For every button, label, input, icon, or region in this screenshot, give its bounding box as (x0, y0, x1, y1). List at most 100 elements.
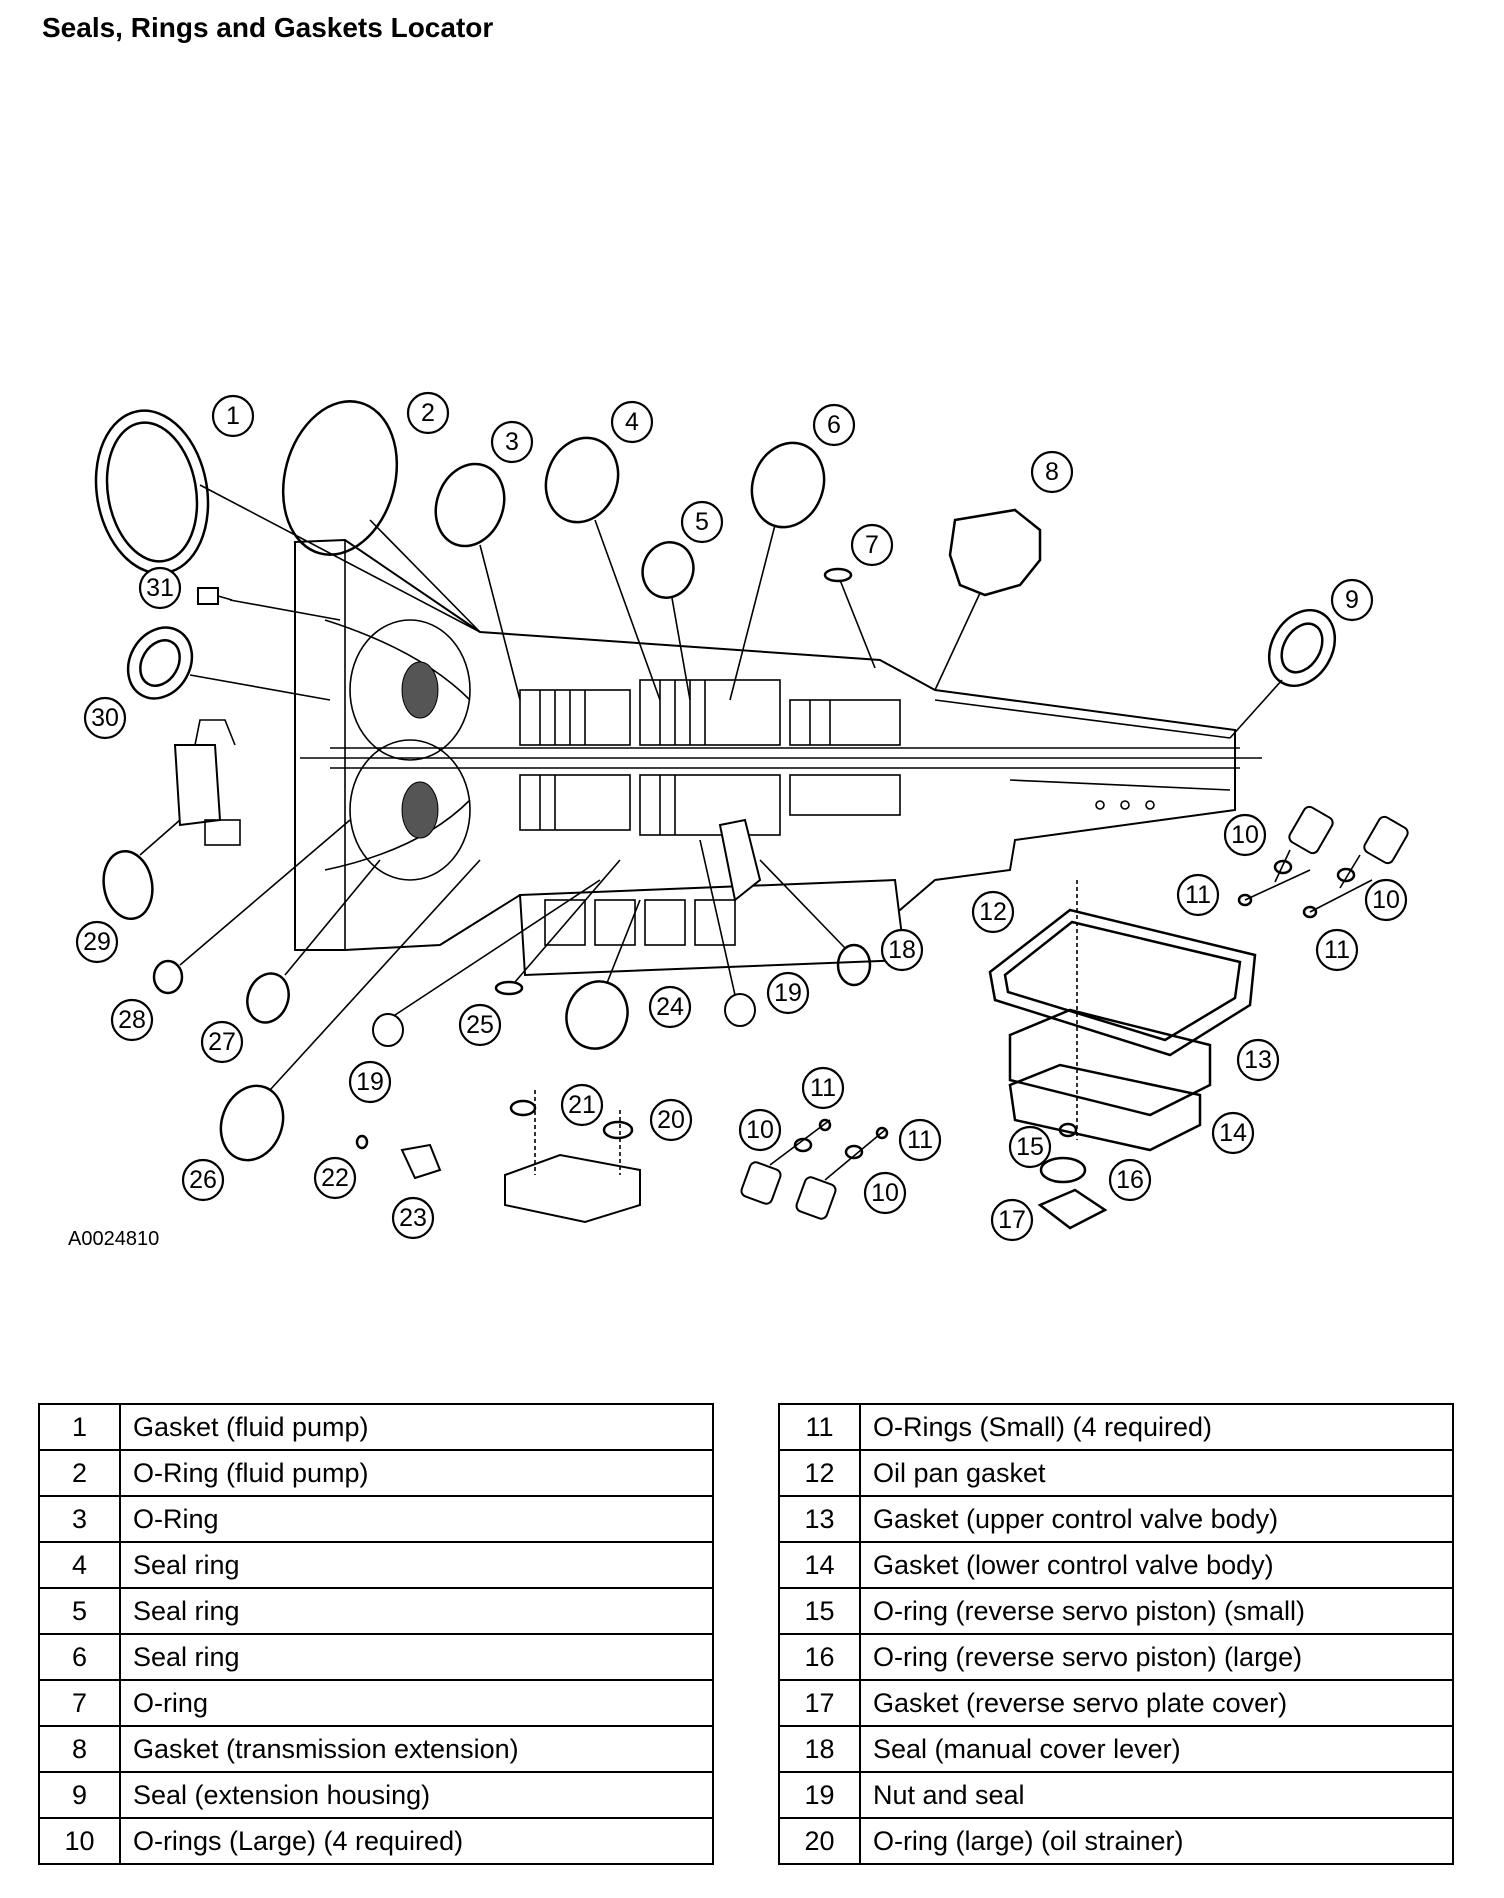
callout-circle (1176, 873, 1220, 917)
legend-description: O-ring (large) (oil strainer) (858, 1817, 1455, 1865)
callout-label: 13 (1244, 1046, 1272, 1074)
callout-circle (181, 1158, 225, 1202)
callout-circle (1330, 578, 1374, 622)
callout-circle (83, 696, 127, 740)
callout-circle (138, 566, 182, 610)
o-ring-3 (434, 462, 506, 548)
callout-19-b: 19 (348, 1060, 392, 1104)
callout-16: 16 (1108, 1158, 1152, 1202)
callout-14: 14 (1211, 1111, 1255, 1155)
legend-number: 11 (778, 1403, 861, 1451)
callout-10-b: 10 (1364, 878, 1408, 922)
callout-15: 15 (1008, 1125, 1052, 1169)
callout-circle (610, 400, 654, 444)
callout-circle (110, 998, 154, 1042)
callout-label: 8 (1045, 458, 1059, 486)
legend-number: 16 (778, 1633, 861, 1681)
legend-number: 19 (778, 1771, 861, 1819)
callout-circle (812, 403, 856, 447)
legend-description: Seal (manual cover lever) (858, 1725, 1455, 1773)
callout-26: 26 (181, 1158, 225, 1202)
callout-5: 5 (680, 500, 724, 544)
callout-label: 20 (657, 1106, 685, 1134)
callout-label: 10 (1231, 821, 1259, 849)
legend-number: 1 (38, 1403, 121, 1451)
callout-circle (406, 391, 450, 435)
callout-circle (1108, 1158, 1152, 1202)
oil-strainer (504, 1153, 641, 1224)
callout-circle (766, 971, 810, 1015)
seal-ring-5 (641, 541, 695, 599)
legend-number: 18 (778, 1725, 861, 1773)
figure-id: A0024810 (68, 1228, 160, 1250)
callout-label: 15 (1016, 1133, 1044, 1161)
callout-label: 11 (1185, 881, 1211, 909)
upper-valve-body-gasket (1008, 1008, 1212, 1117)
callout-17: 17 (990, 1198, 1034, 1242)
legend-number: 14 (778, 1541, 861, 1589)
callout-circle (1315, 928, 1359, 972)
callout-label: 24 (656, 993, 684, 1021)
callouts: 1 2 3 4 5 6 7 8 9 10 10 10 10 11 11 11 1… (75, 391, 1408, 1242)
callout-label: 31 (146, 574, 174, 602)
callout-label: 21 (568, 1091, 596, 1119)
legend-description: Seal ring (118, 1541, 715, 1589)
legend-number: 15 (778, 1587, 861, 1635)
callout-label: 14 (1219, 1119, 1247, 1147)
callout-13: 13 (1236, 1038, 1280, 1082)
callout-21: 21 (560, 1083, 604, 1127)
callout-23: 23 (391, 1196, 435, 1240)
transmission-case (173, 538, 1262, 977)
callout-2: 2 (406, 391, 450, 435)
seal-ring-6 (750, 441, 826, 529)
callout-label: 6 (827, 411, 841, 439)
callout-label: 3 (505, 428, 519, 456)
callout-circle (738, 1108, 782, 1152)
callout-label: 11 (1324, 936, 1350, 964)
callout-circle (75, 920, 119, 964)
callout-1-label: 1 (226, 402, 240, 430)
callout-24: 24 (648, 985, 692, 1029)
legend-description: Oil pan gasket (858, 1449, 1455, 1497)
callout-label: 19 (356, 1068, 384, 1096)
clutch-plates (539, 680, 831, 835)
legend-description: O-ring (reverse servo piston) (large) (858, 1633, 1455, 1681)
fluid-pump-o-ring (281, 400, 399, 556)
legend-number: 8 (38, 1725, 121, 1773)
callout-9: 9 (1330, 578, 1374, 622)
callout-label: 5 (695, 508, 709, 536)
legend-description: Gasket (fluid pump) (118, 1403, 715, 1451)
legend-description: Seal ring (118, 1587, 715, 1635)
oil-pan-gasket (988, 908, 1257, 1057)
callout-circle (1211, 1111, 1255, 1155)
callout-circle (348, 1060, 392, 1104)
callout-8: 8 (1030, 450, 1074, 494)
callout-label: 4 (625, 408, 639, 436)
callout-circle (211, 394, 255, 438)
callout-6: 6 (812, 403, 856, 447)
callout-circle (560, 1083, 604, 1127)
parts (94, 400, 1409, 1230)
legend-description: O-Rings (Small) (4 required) (858, 1403, 1455, 1451)
fluid-pump-gasket (94, 409, 210, 575)
callout-20: 20 (649, 1098, 693, 1142)
callout-circle (898, 1118, 942, 1162)
legend-description: O-ring (reverse servo piston) (small) (858, 1587, 1455, 1635)
legend-number: 2 (38, 1449, 121, 1497)
callout-label: 17 (998, 1206, 1026, 1234)
o-ring-7 (823, 567, 853, 583)
callout-circle (1236, 1038, 1280, 1082)
